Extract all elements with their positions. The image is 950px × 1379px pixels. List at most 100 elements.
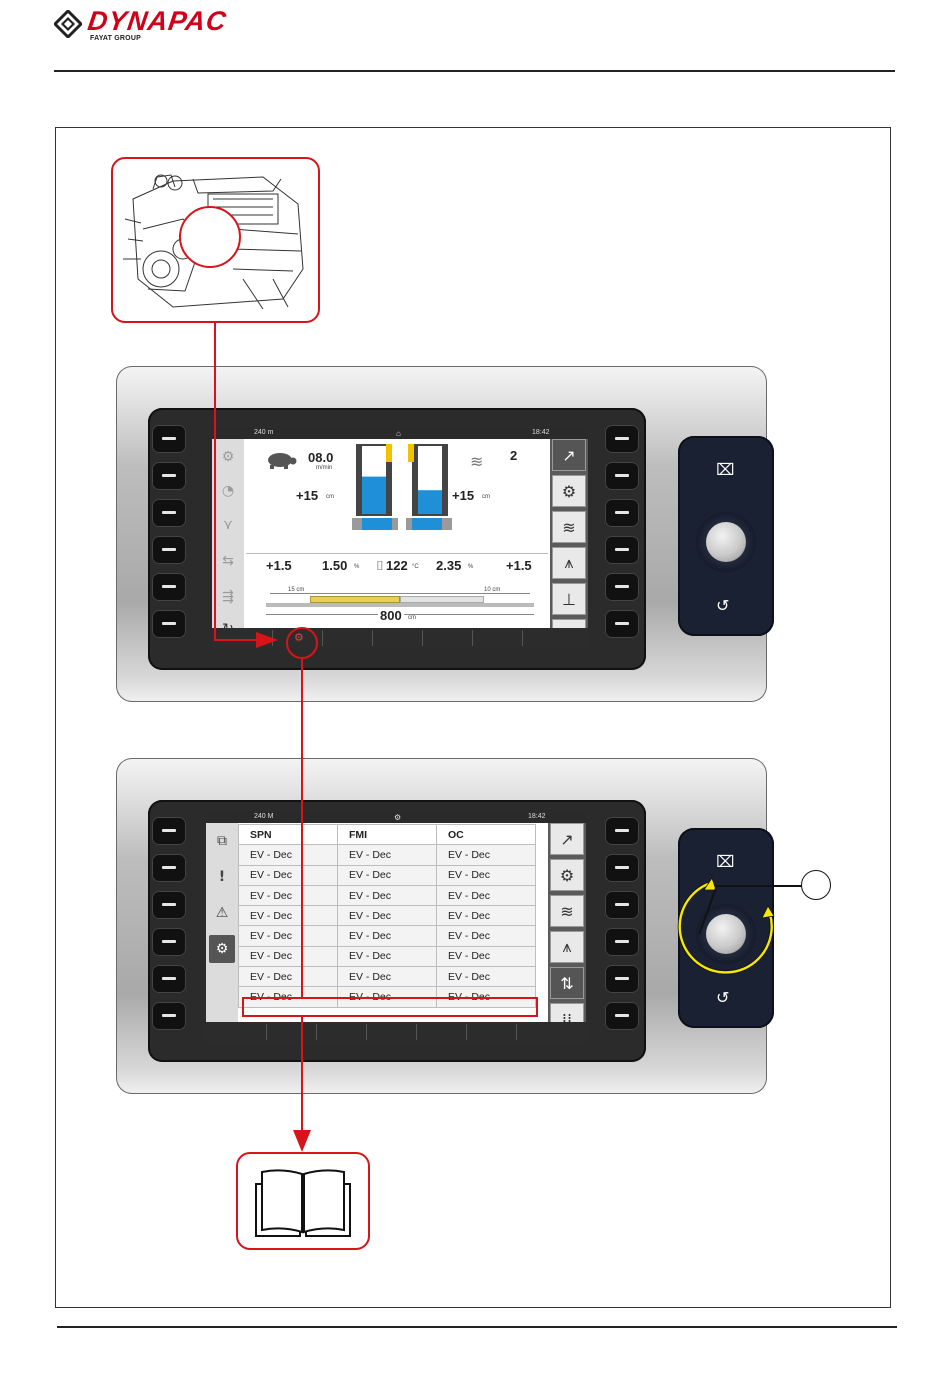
right-softkey-4[interactable]	[605, 928, 639, 956]
section-divider	[246, 553, 548, 554]
settings-add-icon[interactable]: ⚙	[550, 859, 584, 891]
table-cell: EV - Dec	[238, 905, 338, 927]
left-softkey-4[interactable]	[152, 928, 186, 956]
table-cell: EV - Dec	[337, 966, 437, 988]
left-screed-blue	[362, 518, 392, 530]
left-offset-unit: cm	[326, 494, 334, 500]
knob-center[interactable]	[706, 914, 746, 954]
dynapac-logo-mark	[54, 10, 82, 38]
table-cell: EV - Dec	[436, 844, 536, 866]
tripod-icon[interactable]: ⩚	[552, 547, 586, 579]
rotary-knob[interactable]	[696, 512, 756, 572]
right-softkey-rail: ↗ ⚙ ≋ ⩚ ⊥ ⁞⁞	[550, 439, 588, 648]
right-softkey-5[interactable]	[605, 965, 639, 993]
thermometer-icon: ⌷	[376, 558, 384, 573]
confirm-icon[interactable]: ⌧	[716, 852, 735, 871]
bottom-status-bar	[206, 1022, 586, 1042]
layers-icon[interactable]: ≋	[550, 895, 584, 927]
speed-dial-icon[interactable]: ◔	[221, 483, 235, 499]
layers-icon[interactable]: ≋	[552, 511, 586, 543]
left-softkey-2[interactable]	[152, 462, 186, 490]
screed-left-bar	[310, 596, 400, 603]
left-softkey-1[interactable]	[152, 425, 186, 453]
left-softkey-rail: ⧉ ! ⚠ ⚙	[206, 823, 238, 1023]
exclamation-icon[interactable]: !	[218, 869, 226, 885]
right-softkey-2[interactable]	[605, 462, 639, 490]
ramp-icon[interactable]: ⋎	[222, 517, 234, 533]
column-header-fmi: FMI	[337, 823, 437, 846]
back-icon[interactable]: ↺	[716, 596, 730, 615]
right-screed-blue	[412, 518, 442, 530]
copy-icon[interactable]: ⧉	[217, 833, 227, 849]
engine-icon[interactable]: ⚙	[209, 935, 235, 963]
left-softkey-5[interactable]	[152, 965, 186, 993]
sort-list-icon[interactable]: ⇅	[550, 967, 584, 999]
left-gauge-marker	[386, 444, 392, 462]
status-clock: 18:42	[532, 429, 550, 436]
tripod-icon[interactable]: ⩚	[550, 931, 584, 963]
screed-right-bar	[400, 596, 484, 603]
layers-value: 2	[510, 448, 518, 463]
engine-icon[interactable]: ⚙	[221, 449, 235, 465]
left-softkey-4[interactable]	[152, 536, 186, 564]
status-distance: 240 m	[254, 429, 274, 436]
left-softkey-6[interactable]	[152, 1002, 186, 1030]
left-softkey-rail: ⚙ ◔ ⋎ ⇆ ⇶ ↻	[212, 439, 244, 637]
right-softkey-3[interactable]	[605, 891, 639, 919]
warning-triangle-icon[interactable]: ⚠	[215, 905, 229, 921]
table-cell: EV - Dec	[436, 905, 536, 927]
chart-icon[interactable]: ⊥	[552, 583, 586, 615]
left-softkey-6[interactable]	[152, 610, 186, 638]
exit-arrow-icon[interactable]: ↗	[552, 439, 586, 471]
right-gauge-fill	[418, 490, 442, 514]
right-softkey-5[interactable]	[605, 573, 639, 601]
knob-center[interactable]	[706, 522, 746, 562]
left-softkey-2[interactable]	[152, 854, 186, 882]
brand-group: FAYAT GROUP	[90, 35, 141, 42]
right-softkey-6[interactable]	[605, 1002, 639, 1030]
confirm-icon[interactable]: ⌧	[716, 460, 735, 479]
right-softkey-6[interactable]	[605, 610, 639, 638]
table-cell: EV - Dec	[337, 884, 437, 907]
arrow-down-icon	[293, 1130, 311, 1152]
table-cell: EV - Dec	[238, 966, 338, 988]
manual-callout	[236, 1152, 370, 1250]
width-unit: cm	[408, 615, 416, 621]
left-softkey-3[interactable]	[152, 891, 186, 919]
control-panel-faults: 240 M ⚙ 18:42 ⧉ ! ⚠ ⚙ SPN FMI OC EV -	[116, 758, 775, 1094]
auger-icon[interactable]: ⇶	[222, 589, 234, 605]
selected-row-highlight	[242, 997, 538, 1017]
left-softkey-5[interactable]	[152, 573, 186, 601]
status-clock: 18:42	[528, 813, 546, 820]
figure-frame	[55, 127, 891, 1308]
conveyor-icon[interactable]: ⇆	[222, 553, 234, 569]
table-cell: EV - Dec	[337, 844, 437, 866]
left-softkey-3[interactable]	[152, 499, 186, 527]
table-cell: EV - Dec	[238, 925, 338, 947]
right-softkey-2[interactable]	[605, 854, 639, 882]
callout-line-to-manual	[301, 1017, 303, 1137]
right-extension-label: 10 cm	[484, 587, 501, 593]
table-cell: EV - Dec	[238, 844, 338, 866]
left-softkey-1[interactable]	[152, 817, 186, 845]
open-book-icon	[255, 1169, 351, 1237]
right-softkey-1[interactable]	[605, 425, 639, 453]
speed-value: 08.0	[308, 450, 334, 465]
width-value: 800	[378, 608, 404, 623]
right-softkey-4[interactable]	[605, 536, 639, 564]
back-icon[interactable]: ↺	[716, 988, 730, 1007]
speed-unit: m/min	[316, 465, 333, 471]
right-softkey-1[interactable]	[605, 817, 639, 845]
table-cell: EV - Dec	[337, 864, 437, 886]
right-softkey-3[interactable]	[605, 499, 639, 527]
settings-gear-icon[interactable]: ⚙	[552, 475, 586, 507]
exit-arrow-icon[interactable]: ↗	[550, 823, 584, 855]
